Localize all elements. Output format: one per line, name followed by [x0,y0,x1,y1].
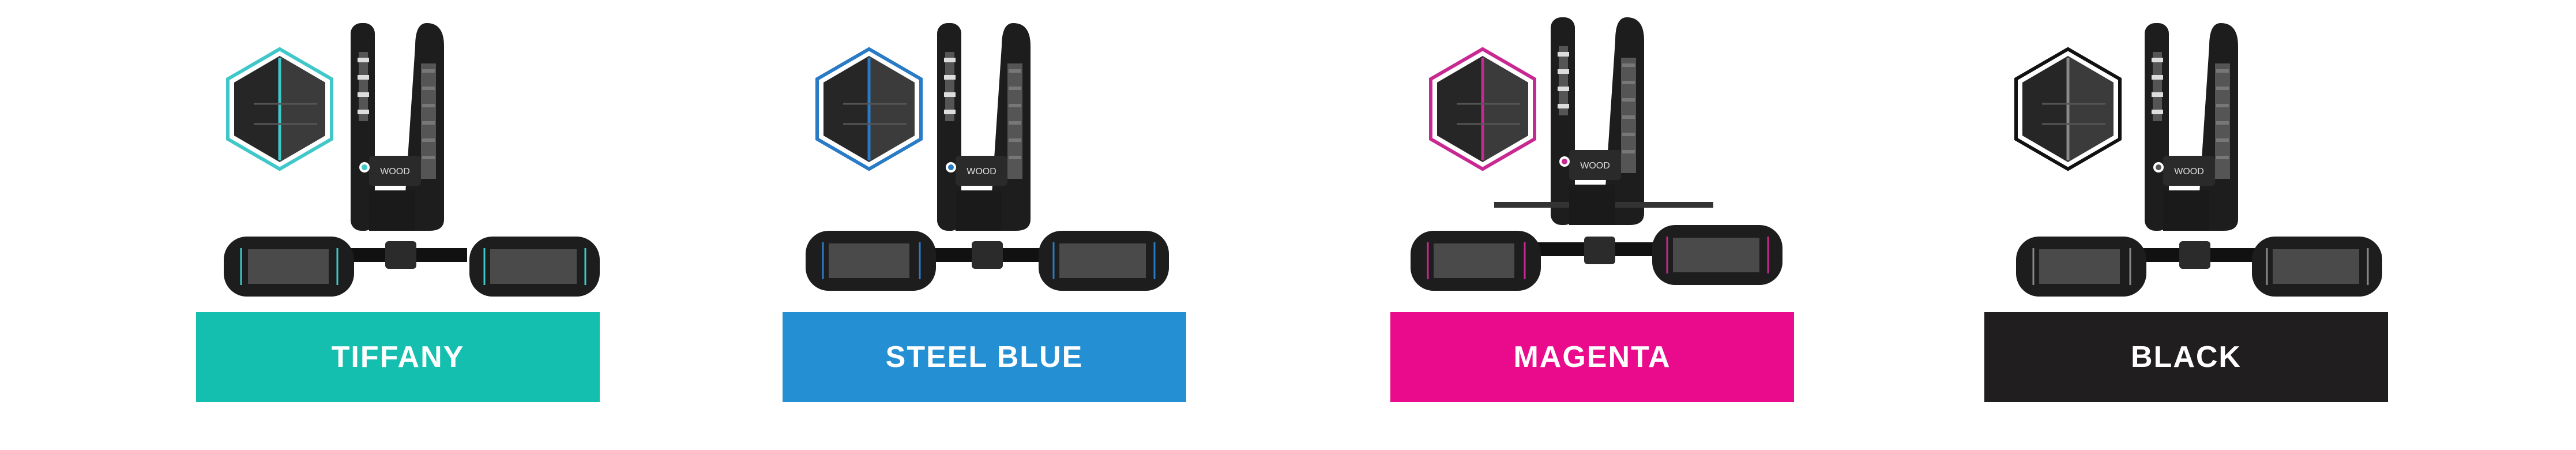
variant-label-steel-blue[interactable]: STEEL BLUE [783,312,1186,402]
harness-product-image: WOOD [806,23,1169,291]
variant-label-black[interactable]: BLACK [1984,312,2388,402]
harness-product-image: WOOD [1411,17,1782,291]
svg-text:WOOD: WOOD [1580,161,1610,171]
variant-tiffany[interactable]: WOOD TIFFANY [196,0,600,450]
hexagon-swatch-icon [2014,47,2122,171]
variant-label-text: TIFFANY [331,340,465,374]
hexagon-swatch-icon [226,47,333,171]
product-art-black: WOOD [1984,0,2388,312]
variant-label-tiffany[interactable]: TIFFANY [196,312,600,402]
variant-label-text: MAGENTA [1513,340,1671,374]
product-art-magenta: WOOD [1390,0,1794,312]
variant-label-text: STEEL BLUE [885,340,1084,374]
svg-text:WOOD: WOOD [967,167,996,177]
hexagon-swatch-icon [815,47,923,171]
variant-magenta[interactable]: WOOD MAGENTA [1390,0,1794,450]
harness-product-image: WOOD [224,23,600,297]
product-art-steel-blue: WOOD [783,0,1186,312]
svg-text:WOOD: WOOD [380,167,410,177]
variant-steel-blue[interactable]: WOOD STEEL BLUE [783,0,1186,450]
variant-black[interactable]: WOOD BLACK [1984,0,2388,450]
product-art-tiffany: WOOD [196,0,600,312]
variant-label-text: BLACK [2131,340,2242,374]
harness-product-image: WOOD [2016,23,2382,297]
svg-text:WOOD: WOOD [2174,167,2204,177]
variant-label-magenta[interactable]: MAGENTA [1390,312,1794,402]
hexagon-swatch-icon [1429,47,1536,171]
